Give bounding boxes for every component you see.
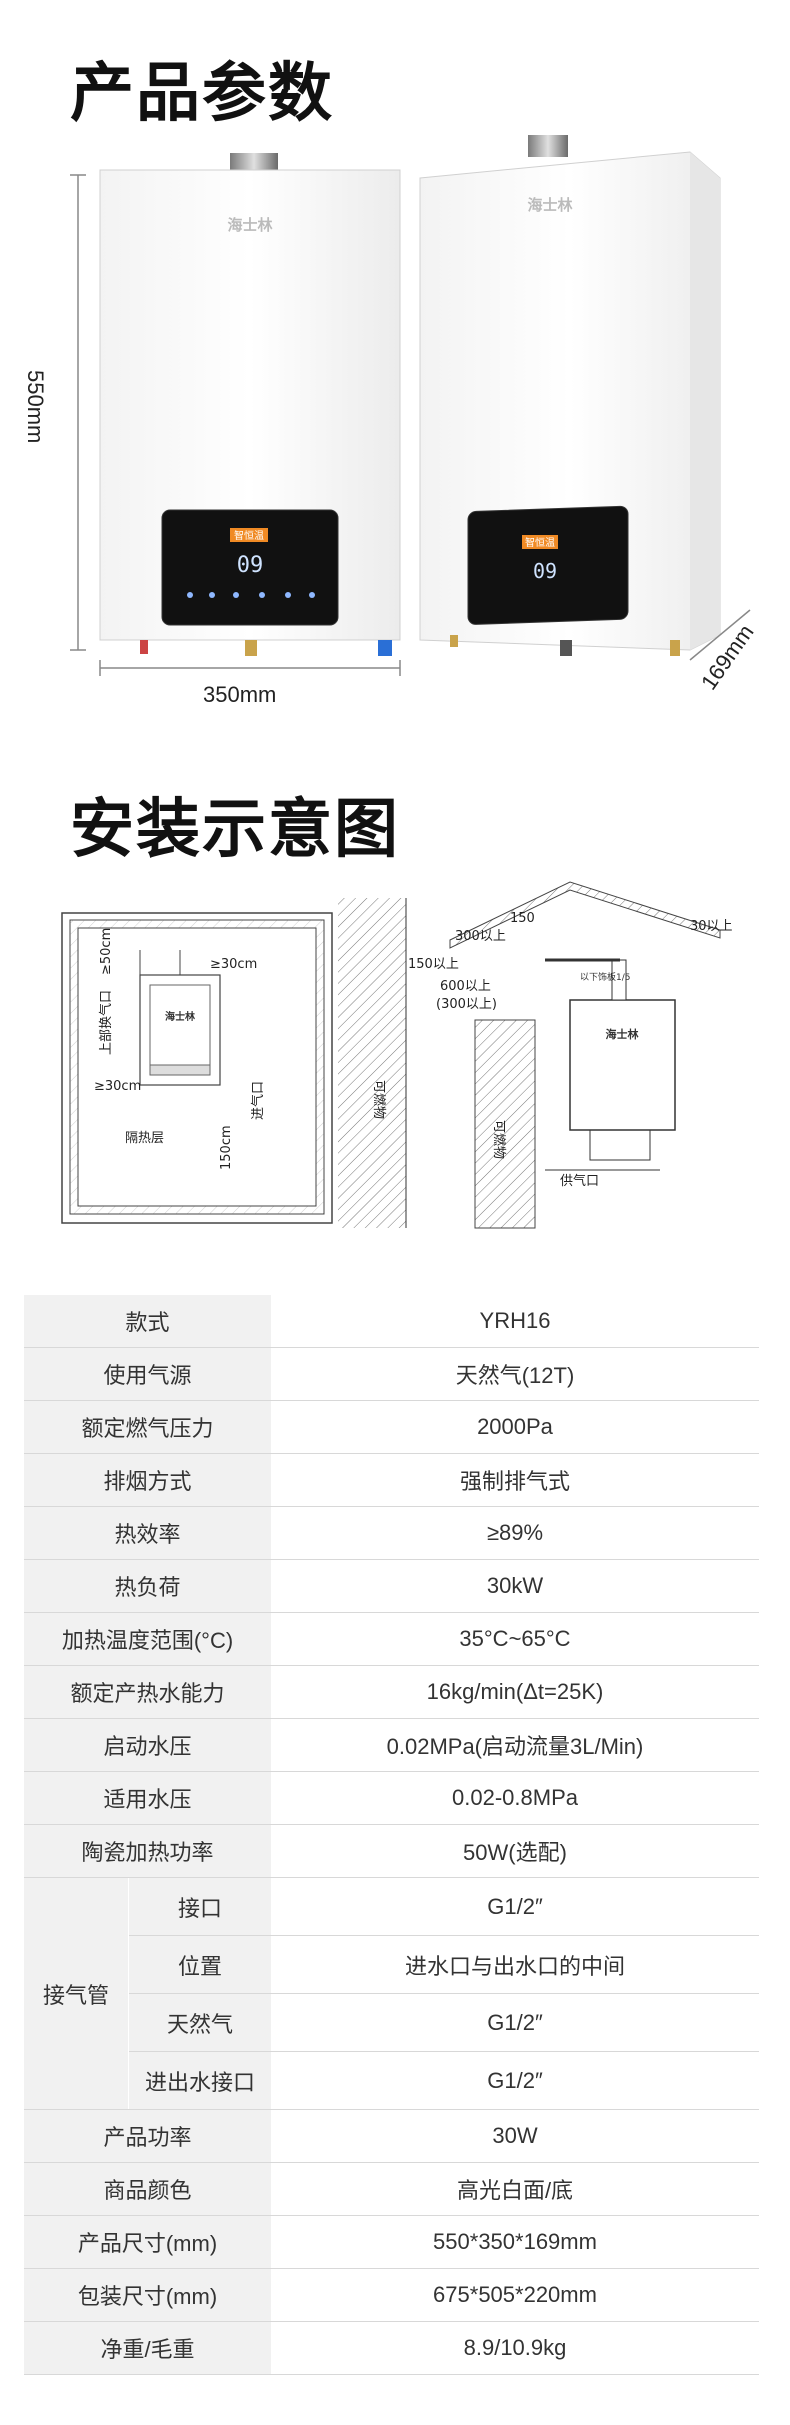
svg-text:09: 09 [533, 559, 557, 583]
svg-text:隔热层: 隔热层 [125, 1131, 164, 1146]
table-row: 热效率≥89% [24, 1506, 759, 1560]
table-row: 商品颜色高光白面/底 [24, 2162, 759, 2216]
svg-text:海士林: 海士林 [527, 196, 573, 214]
table-row: 排烟方式强制排气式 [24, 1453, 759, 1507]
svg-text:150: 150 [510, 911, 535, 926]
svg-text:进气口: 进气口 [250, 1081, 266, 1120]
svg-text:150cm: 150cm [219, 1125, 234, 1170]
svg-text:上部换气口: 上部换气口 [98, 990, 114, 1055]
svg-text:智恒温: 智恒温 [525, 536, 555, 549]
product-images: 海士林 智恒温 09 海士林 智恒温 09 [70, 135, 751, 676]
svg-text:(300以上): (300以上) [436, 997, 497, 1012]
svg-text:30以上: 30以上 [690, 919, 733, 934]
svg-text:09: 09 [237, 553, 264, 578]
heater-brand-logo: 海士林 [227, 216, 273, 234]
installation-diagram: 海士林 ≥30cm ≥30cm 隔热层 150cm ≥50cm 上部换气口 进气… [61, 881, 733, 1229]
heater-front-view: 海士林 智恒温 09 [99, 153, 401, 656]
width-dimension-line [99, 660, 401, 676]
svg-text:≥30cm: ≥30cm [210, 957, 257, 972]
height-dimension-line [70, 174, 86, 651]
section-title-install: 安装示意图 [70, 793, 400, 867]
height-dimension-label: 550mm [23, 370, 48, 444]
elevation-diagram: 可燃物 可燃物 海士林 供气口 150 300以上 30以上 150以上 600… [338, 881, 733, 1229]
heater-side-view: 海士林 智恒温 09 [419, 135, 721, 656]
gas-pipe-group-label: 接气管 [24, 1877, 129, 2110]
table-row: 位置进水口与出水口的中间 [24, 1935, 759, 1994]
svg-text:以下饰板1/5: 以下饰板1/5 [580, 971, 631, 983]
svg-text:600以上: 600以上 [440, 979, 491, 994]
table-row: 产品尺寸(mm)550*350*169mm [24, 2215, 759, 2269]
table-row: 包装尺寸(mm)675*505*220mm [24, 2268, 759, 2322]
svg-text:海士林: 海士林 [606, 1027, 639, 1041]
svg-text:海士林: 海士林 [165, 1010, 196, 1023]
svg-text:≥50cm: ≥50cm [99, 928, 114, 975]
svg-text:可燃物: 可燃物 [371, 1080, 387, 1119]
svg-text:智恒温: 智恒温 [234, 529, 264, 542]
table-row: 使用气源天然气(12T) [24, 1347, 759, 1401]
table-row: 加热温度范围(°C)35°C~65°C [24, 1612, 759, 1666]
svg-text:300以上: 300以上 [455, 929, 506, 944]
section-title-params: 产品参数 [70, 57, 334, 131]
room-plan-diagram: 海士林 ≥30cm ≥30cm 隔热层 150cm ≥50cm 上部换气口 进气… [61, 912, 333, 1224]
svg-text:供气口: 供气口 [560, 1173, 599, 1189]
depth-dimension-line [689, 609, 751, 661]
svg-text:可燃物: 可燃物 [491, 1120, 507, 1159]
width-dimension-label: 350mm [203, 682, 277, 707]
svg-text:150以上: 150以上 [408, 957, 459, 972]
svg-text:≥30cm: ≥30cm [94, 1079, 141, 1094]
